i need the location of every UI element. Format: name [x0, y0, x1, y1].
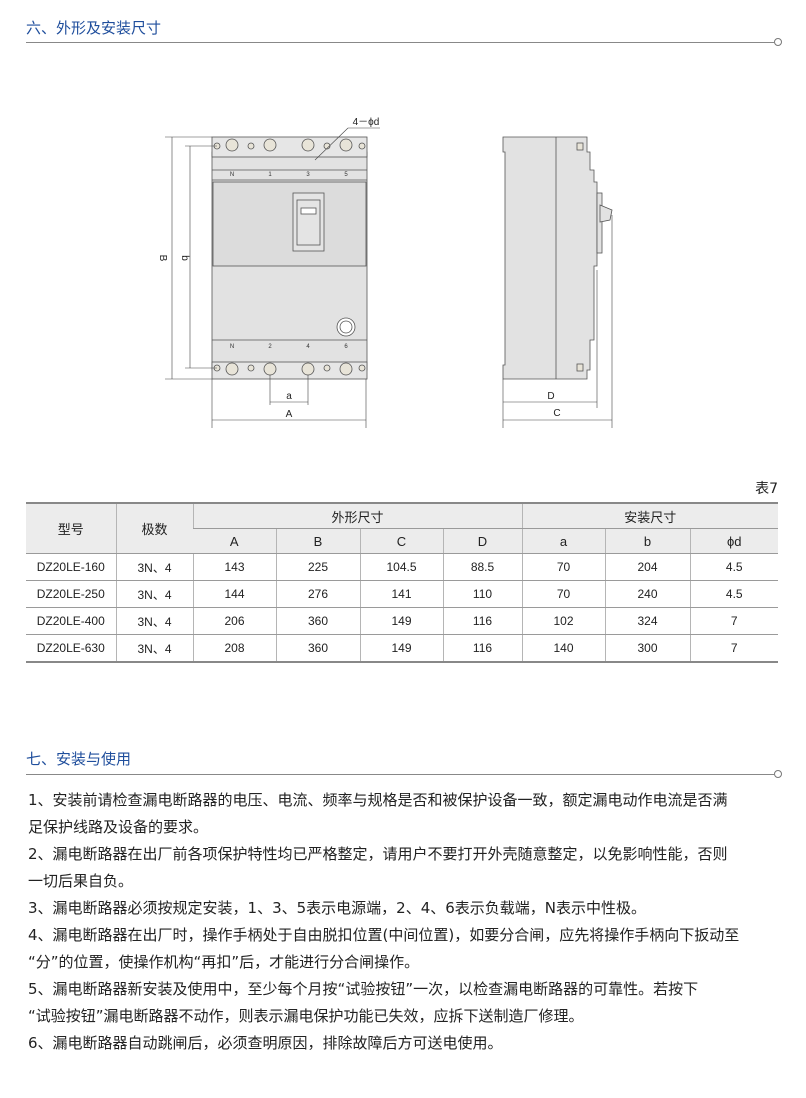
divider-end-dot: [774, 38, 782, 46]
breaker-side-view: [502, 136, 613, 380]
header-col: D: [442, 528, 522, 554]
divider: [26, 42, 774, 43]
table-cell: 110: [442, 580, 522, 608]
text-line: 一切后果自负。: [28, 872, 134, 890]
terminal-screws: [213, 138, 366, 376]
table-cell: 143: [192, 553, 276, 581]
header-col: C: [359, 528, 443, 554]
dim-B-label: B: [157, 255, 168, 262]
terminal-label: 3: [306, 172, 310, 178]
table-cell: 102: [521, 607, 605, 635]
table-cell: DZ20LE-160: [26, 553, 116, 581]
table-cell: 70: [521, 553, 605, 581]
terminal-label: 5: [344, 172, 348, 178]
table-cell: DZ20LE-250: [26, 580, 116, 608]
header-col: A: [193, 528, 276, 554]
table-cell: 3N、4: [115, 553, 193, 581]
dim-D-label: D: [547, 391, 554, 402]
header-col: B: [275, 528, 360, 554]
table-cell: 225: [275, 553, 360, 581]
table-cell: DZ20LE-630: [26, 634, 116, 663]
header-model: 型号: [26, 502, 116, 554]
table-cell: 276: [275, 580, 360, 608]
dim-C-label: C: [553, 408, 560, 419]
table-cell: 300: [604, 634, 690, 663]
header-outline: 外形尺寸: [192, 502, 522, 529]
table-cell: 7: [689, 607, 778, 635]
table-cell: 4.5: [689, 553, 778, 581]
terminal-label: N: [230, 344, 234, 350]
text-line: 6、漏电断路器自动跳闸后，必须查明原因，排除故障后方可送电使用。: [28, 1034, 503, 1052]
dim-A-label: A: [286, 409, 293, 420]
text-line: 3、漏电断路器必须按规定安装，1、3、5表示电源端，2、4、6表示负载端，N表示…: [28, 899, 647, 917]
table-cell: 240: [604, 580, 690, 608]
table-cell: 208: [192, 634, 276, 663]
text-line: “分”的位置，使操作机构“再扣”后，才能进行分合闸操作。: [28, 953, 420, 971]
table-cell: 3N、4: [115, 634, 193, 663]
section-7-title: 七、安装与使用: [26, 750, 132, 768]
table-cell: 116: [442, 607, 522, 635]
table-cell: 149: [359, 634, 443, 663]
terminal-label: 2: [268, 344, 272, 350]
dim-a-label: a: [286, 391, 292, 402]
hole-label: 4－ϕd: [353, 117, 380, 128]
table-cell: 324: [604, 607, 690, 635]
table-cell: 3N、4: [115, 607, 193, 635]
table-cell: DZ20LE-400: [26, 607, 116, 635]
table-cell: 88.5: [442, 553, 522, 581]
table-cell: 116: [442, 634, 522, 663]
terminal-label: 1: [268, 172, 272, 178]
table-cell: 149: [359, 607, 443, 635]
table-cell: 141: [359, 580, 443, 608]
instructions-text: 1、安装前请检查漏电断路器的电压、电流、频率与规格是否和被保护设备一致，额定漏电…: [28, 787, 788, 1057]
table-caption: 表7: [755, 481, 778, 497]
table-cell: 144: [192, 580, 276, 608]
header-poles: 极数: [115, 502, 193, 554]
table-cell: 70: [521, 580, 605, 608]
text-line: 2、漏电断路器在出厂前各项保护特性均已严格整定，请用户不要打开外壳随意整定，以免…: [28, 845, 728, 863]
divider-end-dot: [774, 770, 782, 778]
table-cell: 360: [275, 634, 360, 663]
header-col: b: [604, 528, 690, 554]
table-cell: 204: [604, 553, 690, 581]
header-col: a: [521, 528, 605, 554]
text-line: “试验按钮”漏电断路器不动作，则表示漏电保护功能已失效，应拆下送制造厂修理。: [28, 1007, 584, 1025]
text-line: 5、漏电断路器新安装及使用中，至少每个月按“试验按钮”一次，以检查漏电断路器的可…: [28, 980, 699, 998]
section-6-title: 六、外形及安装尺寸: [26, 19, 162, 37]
table-cell: 360: [275, 607, 360, 635]
text-line: 4、漏电断路器在出厂时，操作手柄处于自由脱扣位置(中间位置)，如要分合闸，应先将…: [28, 926, 740, 944]
table-cell: 206: [192, 607, 276, 635]
dim-b-label: b: [179, 255, 190, 261]
header-col: ϕd: [689, 528, 778, 554]
text-line: 1、安装前请检查漏电断路器的电压、电流、频率与规格是否和被保护设备一致，额定漏电…: [28, 791, 728, 809]
table-cell: 104.5: [359, 553, 443, 581]
text-line: 足保护线路及设备的要求。: [28, 818, 209, 836]
terminal-label: 4: [306, 344, 310, 350]
header-install: 安装尺寸: [521, 502, 778, 529]
terminal-label: 6: [344, 344, 348, 350]
dimension-drawing: N 1 3 5 N 2 4 6 B b a A 4－ϕd D C: [157, 117, 613, 428]
table-cell: 3N、4: [115, 580, 193, 608]
divider: [26, 774, 774, 775]
table-cell: 140: [521, 634, 605, 663]
table-cell: 4.5: [689, 580, 778, 608]
table-cell: 7: [689, 634, 778, 663]
terminal-label: N: [230, 172, 234, 178]
